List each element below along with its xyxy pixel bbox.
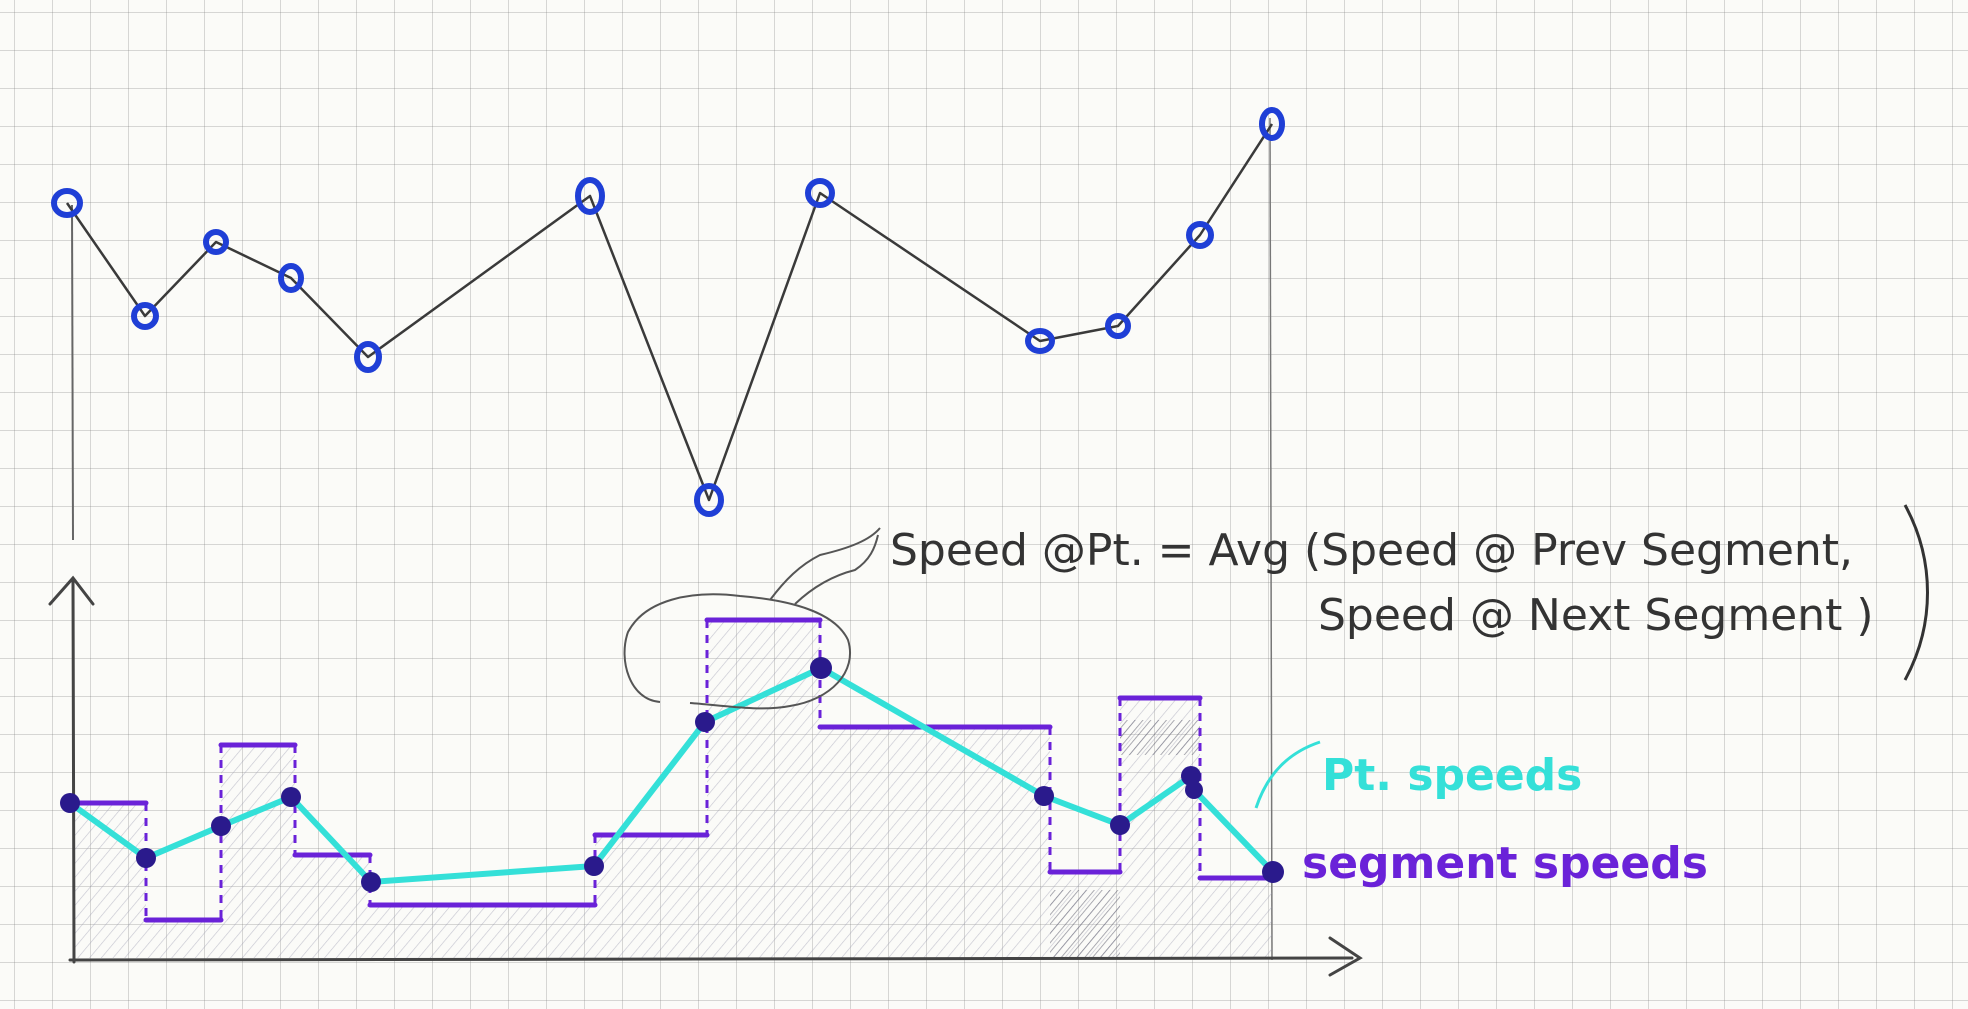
segment-shading (74, 620, 1272, 958)
point-speed-marker (281, 787, 301, 807)
point-speed-marker (1262, 861, 1284, 883)
point-speed-marker (60, 793, 80, 813)
route-point (1186, 221, 1214, 249)
point-speed-marker (810, 657, 832, 679)
callout-bubble (623, 527, 881, 710)
x-axis-arrow (1328, 936, 1363, 977)
point-speed-marker (361, 872, 381, 892)
route-point (203, 229, 229, 255)
route-polyline (65, 123, 1274, 502)
route-point (354, 341, 382, 373)
segment-speed-bars (67, 617, 1275, 923)
route-sketch (51, 107, 1285, 961)
legend-connector (1254, 740, 1321, 809)
route-point (694, 483, 724, 517)
x-axis (68, 956, 1354, 962)
formula-line-2: Speed @ Next Segment ) (1318, 590, 1874, 641)
route-point (51, 188, 83, 218)
formula-line-1: Speed @Pt. = Avg (Speed @ Prev Segment, (890, 525, 1853, 576)
formula-annotation: Speed @Pt. = Avg (Speed @ Prev Segment, … (890, 504, 1929, 681)
point-speed-marker (1034, 786, 1054, 806)
point-speeds (60, 657, 1284, 892)
route-point (575, 177, 605, 215)
route-guide-line-left (71, 204, 74, 541)
point-speed-marker (211, 816, 231, 836)
point-speed-marker (1181, 766, 1201, 786)
point-speed-marker (1185, 781, 1203, 799)
route-point (805, 178, 835, 208)
route-point (1259, 107, 1285, 141)
y-axis-arrow (48, 575, 95, 606)
point-speed-marker (584, 856, 604, 876)
speed-axes (48, 575, 1363, 977)
legend-segment-speeds: segment speeds (1302, 838, 1708, 889)
y-axis (71, 578, 76, 964)
route-point (1105, 313, 1131, 339)
legend-point-speeds: Pt. speeds (1322, 750, 1582, 801)
route-point (278, 263, 304, 293)
route-point (1025, 328, 1055, 354)
point-speed-marker (1110, 815, 1130, 835)
point-speed-marker (695, 712, 715, 732)
legend: Pt. speeds segment speeds (1254, 740, 1708, 889)
point-speed-marker (136, 848, 156, 868)
route-guide-line-right (1269, 117, 1273, 961)
formula-closing-paren (1903, 504, 1929, 681)
route-point (131, 302, 159, 330)
